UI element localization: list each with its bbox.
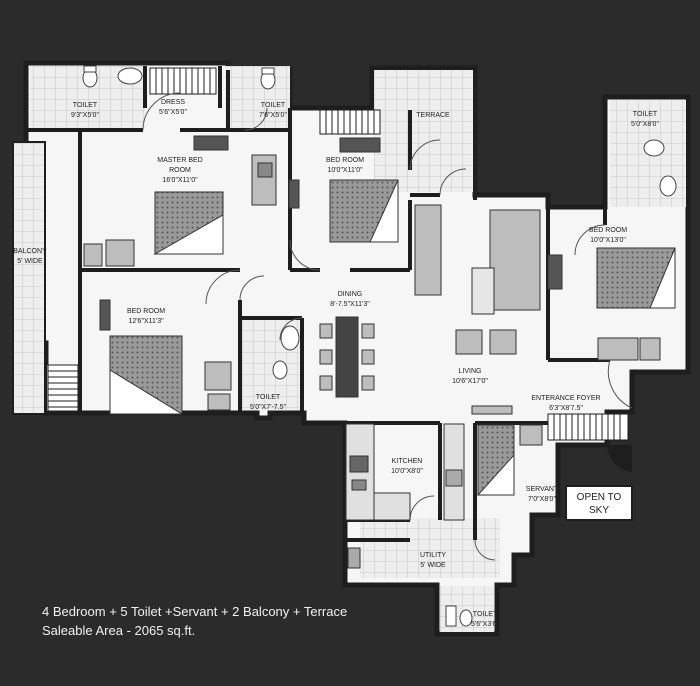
dress-size: 5'6"X5'0" [159, 109, 187, 116]
toilet-3-size: 5'0"X8'0" [631, 121, 659, 128]
utility-size: 5' WIDE [420, 562, 446, 569]
balcony-name: BALCONY [13, 248, 47, 255]
toilet-2-size: 7'6"X5'0" [259, 112, 287, 119]
entrance-door [607, 445, 632, 472]
toilet-5-size: 5'6"X3'6" [471, 621, 499, 628]
saleable-area: Saleable Area - 2065 sq.ft. [42, 623, 196, 638]
bed-3-name: BED ROOM [589, 227, 627, 234]
open-to-sky-name2: SKY [589, 505, 609, 516]
kitchen-size: 10'0"X8'0" [391, 468, 423, 475]
bed-2-name: BED ROOM [326, 157, 364, 164]
master-bed-name2: ROOM [169, 167, 191, 174]
living-size: 10'6"X17'0" [452, 378, 488, 385]
balcony-size: 5' WIDE [17, 258, 43, 265]
grills [47, 67, 629, 441]
foyer-name: ENTERANCE FOYER [531, 395, 600, 402]
toilet-5-name: TOILET [473, 611, 498, 618]
open-to-sky-box [565, 485, 633, 521]
bed-4-name: BED ROOM [127, 308, 165, 315]
bed-3-size: 10'0"X13'0" [590, 237, 626, 244]
open-to-sky-name: OPEN TO [577, 492, 622, 503]
kitchen-counter [345, 423, 465, 569]
servant-size: 7'0"X8'0" [528, 496, 556, 503]
kitchen-name: KITCHEN [392, 458, 423, 465]
bed-4-size: 12'6"X11'3" [128, 318, 164, 325]
bed-2-size: 10'0"X11'0" [327, 167, 363, 174]
door-swings [142, 92, 633, 561]
dining-name: DINING [338, 291, 363, 298]
dress-name: DRESS [161, 99, 185, 106]
toilet-2-name: TOILET [261, 102, 286, 109]
master-bed-name: MASTER BED [157, 157, 203, 164]
sanitary-fixtures [82, 65, 677, 627]
servant-name: SERVANT [526, 486, 559, 493]
toilet-4-size: 5'0"X7'-7.5" [250, 404, 287, 411]
toilet-1-name: TOILET [73, 102, 98, 109]
utility-name: UTILITY [420, 552, 446, 559]
toilet-3-name: TOILET [633, 111, 658, 118]
living-name: LIVING [459, 368, 482, 375]
foyer-size: 6'3"X8'7.5" [549, 405, 583, 412]
room-labels: TOILET 9'3"X5'0" DRESS 5'6"X5'0" TOILET … [13, 99, 659, 628]
toilet-4-name: TOILET [256, 394, 281, 401]
master-bed-size: 16'0"X11'0" [162, 177, 198, 184]
furniture [83, 135, 661, 446]
tiled-areas [30, 66, 686, 632]
dining-size: 8'-7.5"X11'3" [330, 301, 370, 308]
toilet-1-size: 9'3"X5'0" [71, 112, 99, 119]
configuration-summary: 4 Bedroom + 5 Toilet +Servant + 2 Balcon… [42, 604, 348, 619]
beds [109, 179, 676, 496]
terrace-name: TERRACE [416, 112, 450, 119]
